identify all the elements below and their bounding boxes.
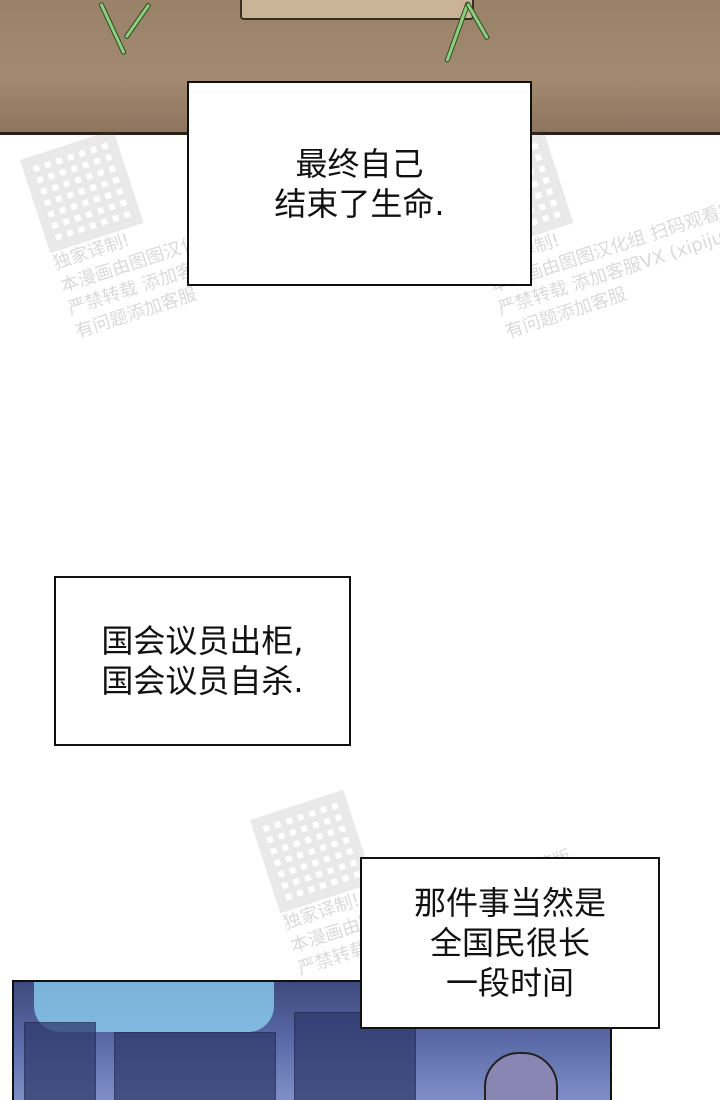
caption-line: 国会议员自杀.	[101, 662, 304, 700]
caption-line: 国会议员出柜,	[101, 622, 304, 660]
caption-box: 国会议员出柜, 国会议员自杀.	[54, 576, 351, 746]
caption-box: 那件事当然是 全国民很长 一段时间	[360, 857, 660, 1029]
character-head	[484, 1052, 558, 1100]
caption-line: 全国民很长	[429, 924, 590, 962]
caption-line: 一段时间	[445, 964, 574, 1002]
city-panel	[12, 980, 612, 1100]
qr-code-icon	[250, 789, 374, 914]
watermark-line: 有问题添加客服	[502, 283, 630, 343]
building-shape	[114, 1032, 276, 1100]
caption-line: 那件事当然是	[413, 884, 606, 922]
caption-line: 结束了生命.	[274, 184, 445, 223]
caption-box: 最终自己 结束了生命.	[187, 81, 532, 286]
building-shape	[24, 1022, 96, 1100]
plant-stem	[464, 1, 491, 41]
plant-stem	[123, 2, 152, 40]
plant-stem	[98, 1, 127, 56]
rock-shape	[240, 0, 474, 20]
caption-line: 最终自己	[295, 144, 424, 183]
qr-code-icon	[20, 129, 144, 254]
